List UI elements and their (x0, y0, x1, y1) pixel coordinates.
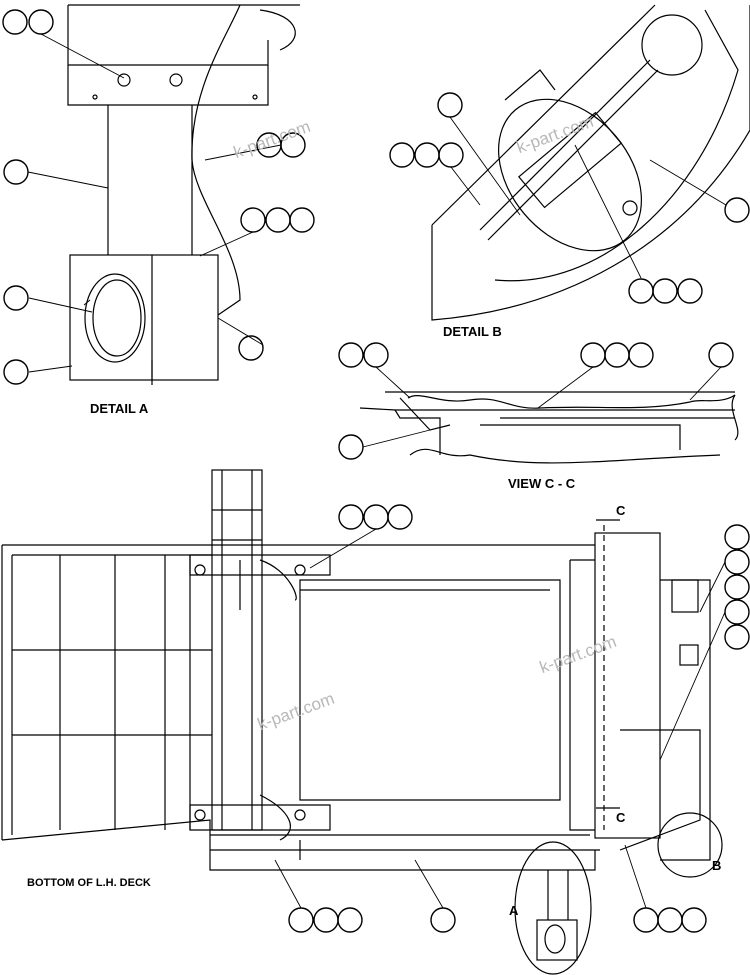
marker-c-top: C (616, 503, 626, 518)
detail-a-drawing (67, 4, 300, 385)
marker-c-bottom: C (616, 810, 626, 825)
detail-b-callout-circle (657, 812, 723, 878)
detail-a-label: DETAIL A (90, 401, 149, 416)
bottom-deck-label: BOTTOM OF L.H. DECK (27, 877, 151, 889)
main-deck-drawing (1, 469, 711, 871)
leader-lines (27, 33, 727, 909)
item-balloons (2, 9, 750, 933)
detail-a-callout-circle (514, 841, 592, 975)
detail-b-drawing (431, 4, 750, 321)
marker-b: B (712, 858, 722, 873)
view-cc-drawing (359, 391, 739, 464)
marker-a: A (509, 903, 519, 918)
detail-b-label: DETAIL B (443, 324, 502, 339)
view-cc-label: VIEW C - C (508, 476, 576, 491)
